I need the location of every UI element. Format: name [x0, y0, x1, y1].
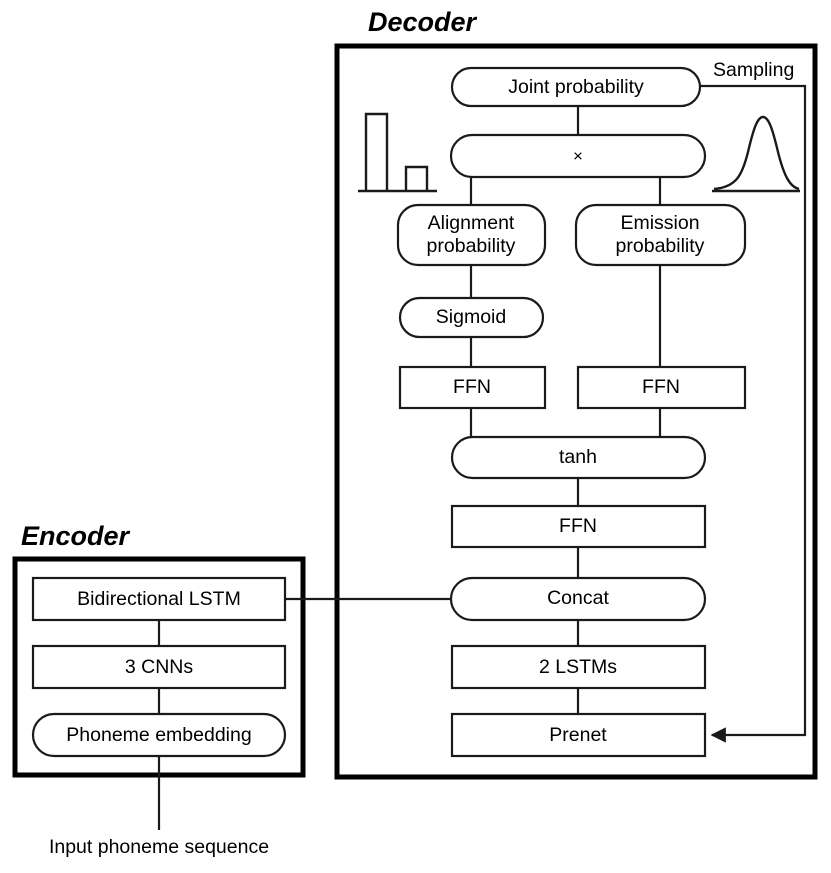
node-prenet-label: Prenet — [549, 724, 607, 746]
node-three-cnns-label: 3 CNNs — [125, 656, 194, 678]
node-bidirectional-lstm-label: Bidirectional LSTM — [77, 588, 241, 610]
node-two-lstms[interactable]: 2 LSTMs — [450, 644, 707, 690]
node-phoneme-embedding[interactable]: Phoneme embedding — [31, 712, 287, 758]
node-joint-probability[interactable]: Joint probability — [450, 66, 702, 108]
node-two-lstms-label: 2 LSTMs — [539, 656, 617, 678]
node-bidirectional-lstm[interactable]: Bidirectional LSTM — [31, 576, 287, 622]
node-ffn-main[interactable]: FFN — [450, 504, 707, 549]
decoder-group-frame — [334, 43, 818, 780]
node-concat-label: Concat — [547, 587, 609, 609]
node-phoneme-embedding-label: Phoneme embedding — [66, 724, 251, 746]
decoder-group-title: Decoder — [368, 7, 478, 37]
node-sigmoid-label: Sigmoid — [436, 306, 506, 328]
node-concat[interactable]: Concat — [449, 576, 707, 622]
node-tanh-label: tanh — [559, 446, 597, 468]
input-sequence-caption: Input phoneme sequence — [49, 836, 269, 858]
edge-sampling-feedback — [700, 84, 807, 743]
node-tanh[interactable]: tanh — [450, 435, 707, 480]
node-alignment-probability[interactable]: Alignment probability — [396, 203, 547, 267]
node-ffn-main-label: FFN — [559, 515, 597, 537]
node-multiply[interactable]: × — [449, 133, 707, 179]
node-alignment-probability-label-line1: Alignment — [428, 212, 515, 234]
node-ffn-right-label: FFN — [642, 376, 680, 398]
node-emission-probability-label-line2: probability — [616, 235, 705, 257]
node-emission-probability-label-line1: Emission — [620, 212, 699, 234]
node-three-cnns[interactable]: 3 CNNs — [31, 644, 287, 690]
node-multiply-label: × — [573, 146, 583, 165]
emission-gaussian-curve-icon — [712, 115, 800, 193]
node-ffn-left[interactable]: FFN — [398, 365, 547, 410]
node-ffn-right[interactable]: FFN — [576, 365, 747, 410]
node-joint-probability-label: Joint probability — [508, 76, 644, 98]
node-alignment-probability-label-line2: probability — [427, 235, 516, 257]
node-sigmoid[interactable]: Sigmoid — [398, 296, 545, 339]
encoder-group-title: Encoder — [21, 521, 131, 551]
node-emission-probability[interactable]: Emission probability — [574, 203, 747, 267]
node-prenet[interactable]: Prenet — [450, 712, 707, 758]
alignment-bar-chart-icon — [358, 112, 437, 193]
node-ffn-left-label: FFN — [453, 376, 491, 398]
sampling-edge-label: Sampling — [713, 59, 794, 81]
